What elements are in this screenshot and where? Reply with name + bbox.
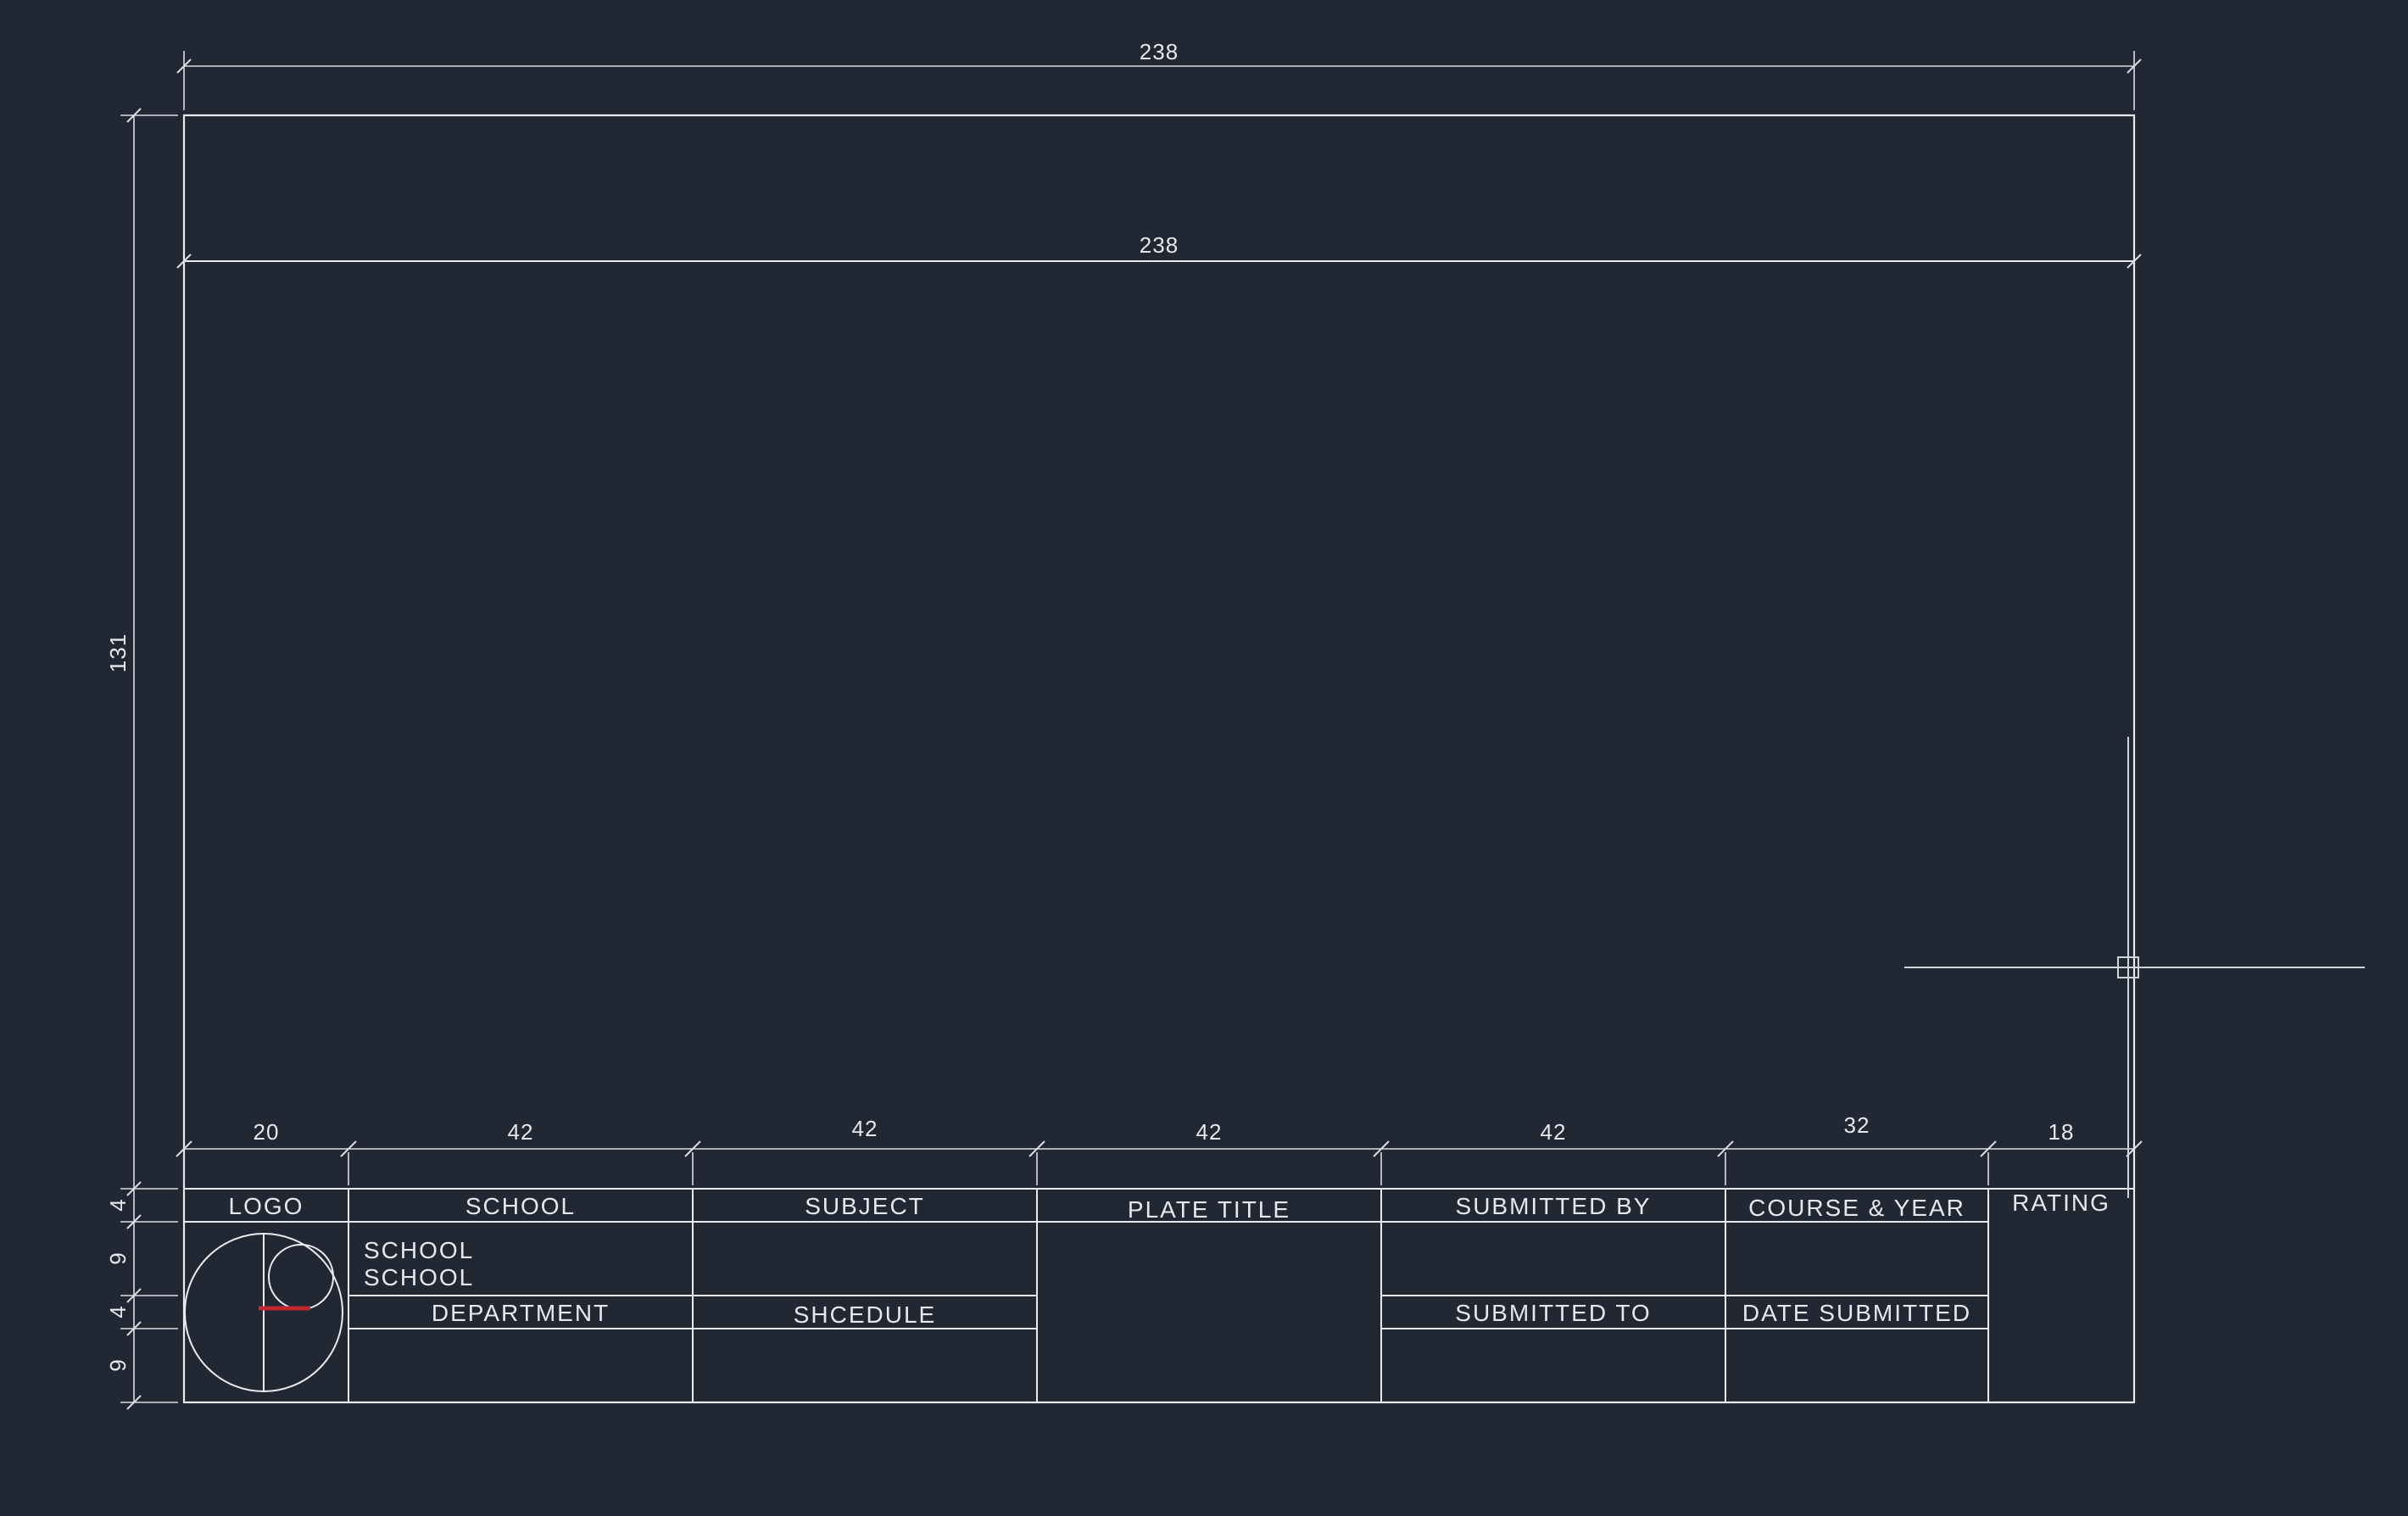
date-submitted-label[interactable]: DATE SUBMITTED xyxy=(1742,1300,1971,1326)
school-cell-line1[interactable]: SCHOOL xyxy=(364,1237,474,1263)
dim-row-height-label-3[interactable]: 9 xyxy=(105,1358,131,1371)
header-submitted-by[interactable]: SUBMITTED BY xyxy=(1456,1193,1652,1219)
dim-tick xyxy=(1980,1140,1997,1157)
header-school[interactable]: SCHOOL xyxy=(465,1193,576,1219)
submitted-to-label[interactable]: SUBMITTED TO xyxy=(1455,1300,1651,1326)
title-block-grid[interactable] xyxy=(184,1188,2134,1402)
dim-tick xyxy=(126,1288,142,1303)
logo-symbol[interactable] xyxy=(184,1233,343,1392)
dim-tick xyxy=(176,59,192,74)
title-block-text[interactable]: LOGO SCHOOL SUBJECT PLATE TITLE SUBMITTE… xyxy=(229,1190,2110,1328)
dimension-left-height[interactable]: 131 xyxy=(105,108,178,1196)
dimension-inner-width[interactable]: 238 xyxy=(176,232,2142,269)
dim-row-height-label-2[interactable]: 4 xyxy=(105,1305,131,1318)
sheet-border[interactable] xyxy=(182,114,2136,1404)
dimension-column-chain[interactable]: 20 42 42 42 42 32 18 xyxy=(176,1112,2143,1185)
crosshair-cursor xyxy=(1904,737,2365,1198)
dim-row-height-label-1[interactable]: 9 xyxy=(105,1251,131,1264)
logo-inner-circle[interactable] xyxy=(268,1244,334,1310)
dim-tick xyxy=(684,1140,701,1157)
department-label[interactable]: DEPARTMENT xyxy=(432,1300,610,1326)
dim-row-height-label-0[interactable]: 4 xyxy=(105,1198,131,1211)
dim-tick xyxy=(1028,1140,1045,1157)
dim-tick xyxy=(176,254,192,269)
header-rating[interactable]: RATING xyxy=(2012,1190,2110,1216)
dim-tick xyxy=(340,1140,357,1157)
dim-col-width-label-3[interactable]: 42 xyxy=(1196,1119,1223,1145)
school-cell-line2[interactable]: SCHOOL xyxy=(364,1264,474,1290)
header-course-year[interactable]: COURSE & YEAR xyxy=(1748,1195,1965,1221)
dim-top-width-label[interactable]: 238 xyxy=(1140,39,1179,64)
dim-tick xyxy=(1717,1140,1734,1157)
outer-border[interactable] xyxy=(182,114,2136,1404)
header-plate-title[interactable]: PLATE TITLE xyxy=(1128,1196,1290,1223)
dim-left-height-label[interactable]: 131 xyxy=(105,633,131,672)
dim-tick xyxy=(2127,254,2142,269)
dim-tick xyxy=(1373,1140,1390,1157)
dim-tick xyxy=(126,108,142,123)
dim-tick xyxy=(126,1214,142,1229)
dim-col-width-label-4[interactable]: 42 xyxy=(1541,1119,1567,1145)
dim-tick xyxy=(2127,59,2142,74)
dim-col-width-label-6[interactable]: 18 xyxy=(2048,1119,2075,1145)
dim-col-width-label-0[interactable]: 20 xyxy=(254,1119,280,1145)
dimension-top-width[interactable]: 238 xyxy=(176,39,2142,110)
header-logo[interactable]: LOGO xyxy=(229,1193,304,1219)
dim-col-width-label-2[interactable]: 42 xyxy=(852,1116,878,1141)
schedule-label[interactable]: SHCEDULE xyxy=(794,1301,936,1328)
dim-tick xyxy=(176,1140,192,1157)
dim-col-width-label-1[interactable]: 42 xyxy=(508,1119,534,1145)
dim-inner-width-label[interactable]: 238 xyxy=(1140,232,1179,258)
header-subject[interactable]: SUBJECT xyxy=(805,1193,925,1219)
dim-tick xyxy=(126,1321,142,1336)
dimension-row-chain[interactable]: 4 9 4 9 xyxy=(105,1189,178,1410)
dim-tick xyxy=(126,1395,142,1410)
dim-col-width-label-5[interactable]: 32 xyxy=(1844,1112,1870,1138)
crosshair-pickbox xyxy=(2117,956,2139,978)
